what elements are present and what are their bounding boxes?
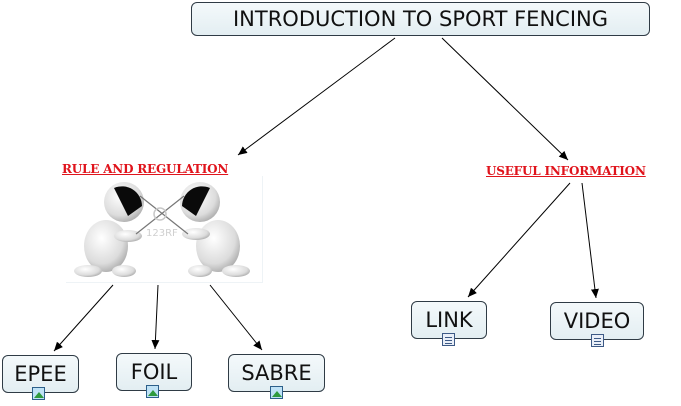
video-label: VIDEO — [563, 309, 631, 333]
fencers-illustration: 123RF — [74, 182, 250, 277]
document-icon[interactable] — [591, 334, 604, 347]
edge-useful-video — [581, 182, 599, 299]
foil-node[interactable]: FOIL — [116, 353, 192, 391]
epee-label: EPEE — [14, 362, 67, 386]
edge-useful-link — [467, 182, 571, 298]
image-icon[interactable] — [270, 386, 283, 399]
useful-branch-label[interactable]: USEFUL INFORMATION — [486, 164, 646, 178]
root-node[interactable]: INTRODUCTION TO SPORT FENCING — [191, 2, 650, 36]
link-node[interactable]: LINK — [411, 301, 487, 339]
sabre-node[interactable]: SABRE — [228, 354, 325, 392]
document-icon[interactable] — [442, 333, 455, 346]
image-icon[interactable] — [32, 387, 45, 400]
watermark-text: 123RF — [146, 228, 178, 239]
edge-root-useful — [441, 37, 569, 161]
edge-rules-sabre — [209, 284, 263, 351]
foil-label: FOIL — [130, 360, 178, 384]
edge-rules-foil — [151, 284, 160, 350]
video-node[interactable]: VIDEO — [550, 302, 644, 340]
sabre-label: SABRE — [241, 361, 312, 385]
fencing-image: 123RF — [66, 176, 263, 283]
edge-rules-epee — [53, 284, 114, 352]
rules-branch-label[interactable]: RULE AND REGULATION — [62, 162, 229, 176]
edge-root-rules — [237, 37, 396, 156]
image-icon[interactable] — [146, 385, 159, 398]
epee-node[interactable]: EPEE — [2, 355, 79, 393]
root-label: INTRODUCTION TO SPORT FENCING — [232, 7, 608, 31]
link-label: LINK — [425, 308, 473, 332]
